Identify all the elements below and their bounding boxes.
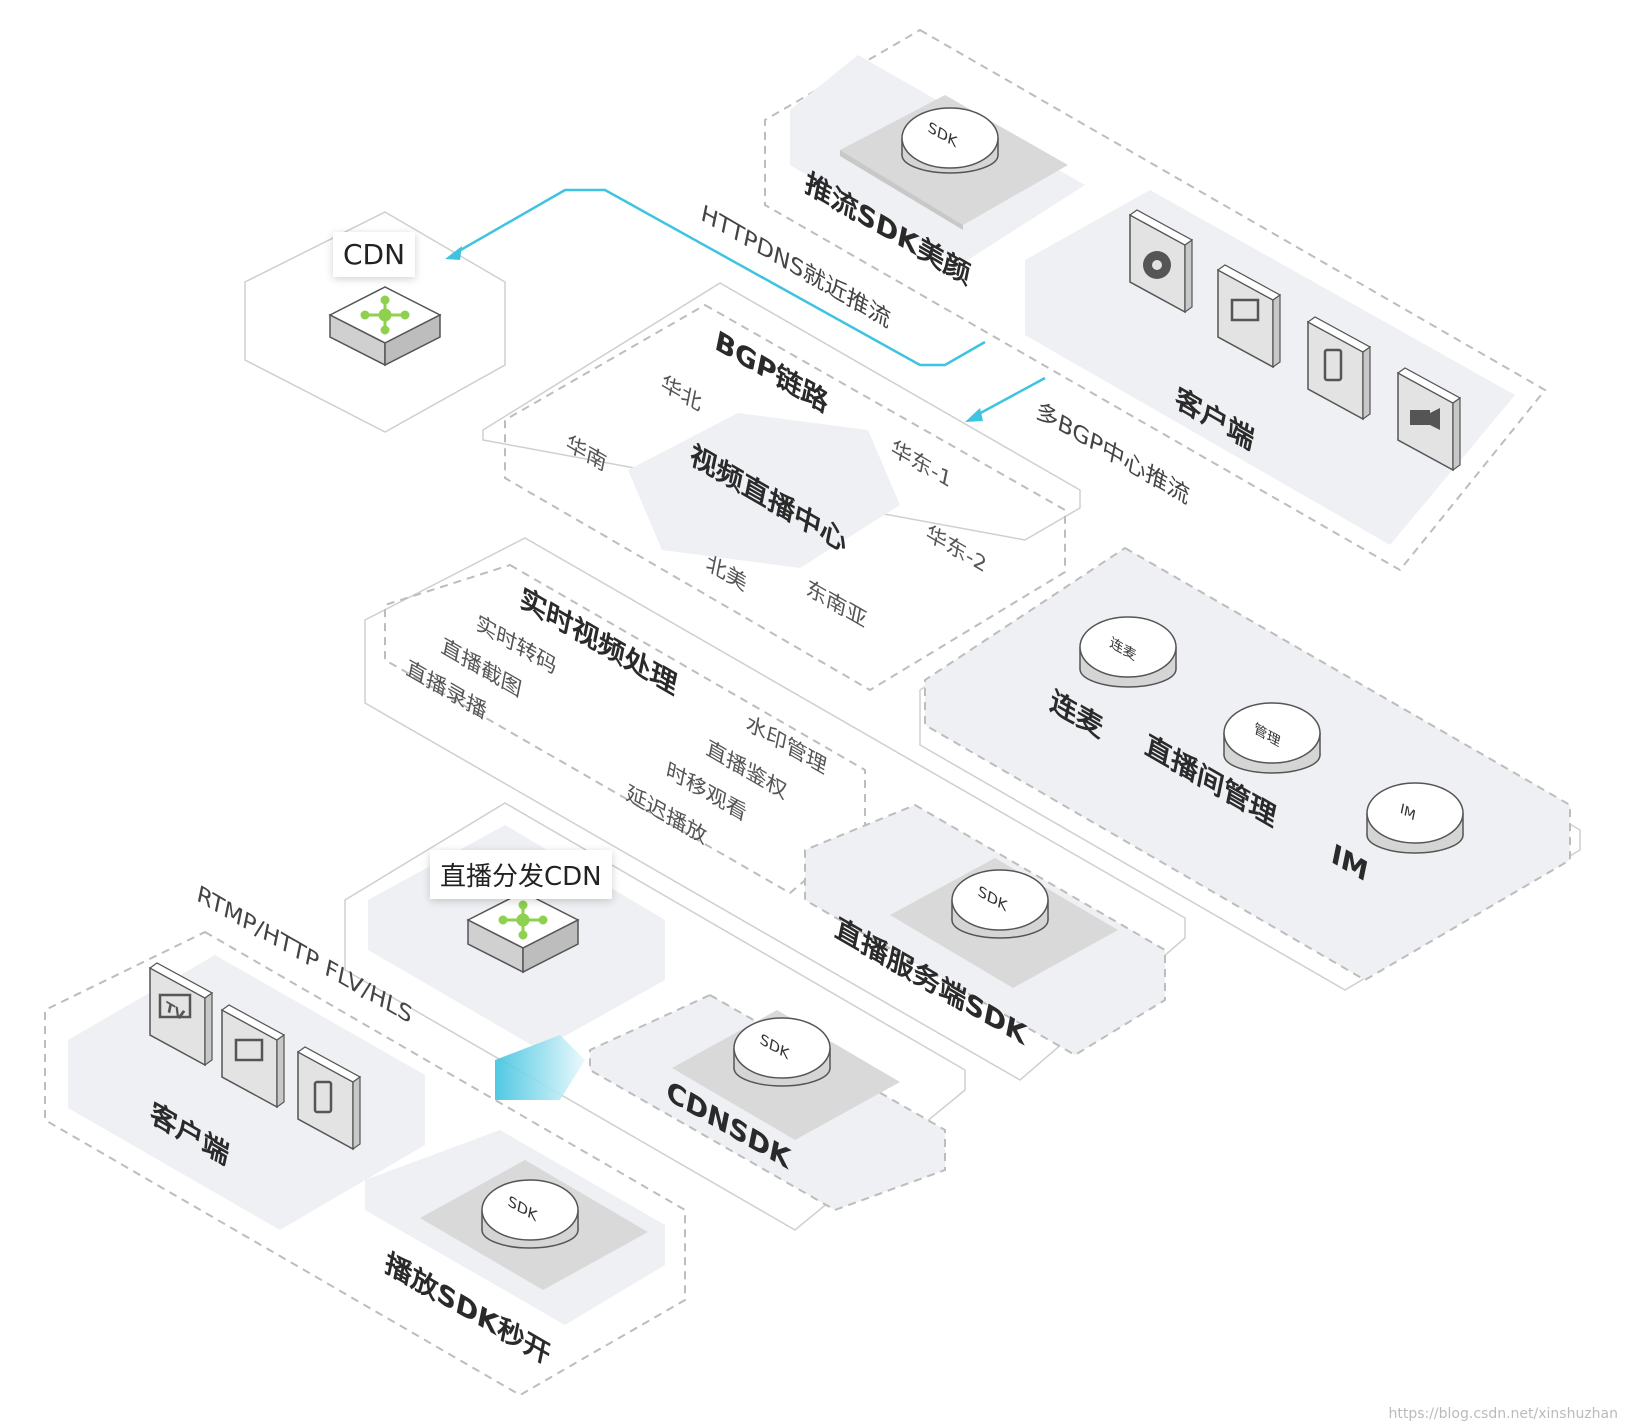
room-management-disk	[1223, 702, 1321, 774]
processing-zone	[364, 537, 1186, 1081]
push-sdk-disk	[901, 107, 999, 174]
tv-device-icon	[148, 962, 214, 1067]
disc-device-icon	[1128, 209, 1194, 314]
cdn-top-node	[328, 286, 442, 367]
bgp-zone	[482, 282, 1081, 692]
client-devices-top	[1128, 209, 1462, 472]
dist-cdn-node	[466, 891, 580, 974]
httpdns-arrow	[445, 188, 986, 367]
tablet-device-icon	[296, 1046, 362, 1151]
monitor-device-icon	[220, 1004, 286, 1109]
server-sdk-disk	[951, 869, 1049, 939]
dist-cdn-label: 直播分发CDN	[430, 850, 612, 899]
network-hub-icon	[360, 295, 410, 335]
lianmai-disk	[1079, 616, 1177, 688]
cdnsdk-disk	[733, 1017, 831, 1087]
watermark: https://blog.csdn.net/xinshuzhan	[1388, 1406, 1618, 1422]
multi-bgp-arrow	[965, 376, 1046, 422]
client-devices-bottom	[148, 962, 362, 1151]
im-disk	[1366, 782, 1464, 854]
tablet-device-icon	[1306, 316, 1372, 421]
video-camera-device-icon	[1396, 367, 1462, 472]
distribution-flow-arrow	[495, 1035, 585, 1100]
network-hub-icon	[498, 900, 548, 940]
monitor-device-icon	[1216, 264, 1282, 369]
play-sdk-disk	[481, 1179, 579, 1249]
cdn-top-label: CDN	[333, 232, 416, 277]
cdn-top-zone	[244, 211, 506, 433]
